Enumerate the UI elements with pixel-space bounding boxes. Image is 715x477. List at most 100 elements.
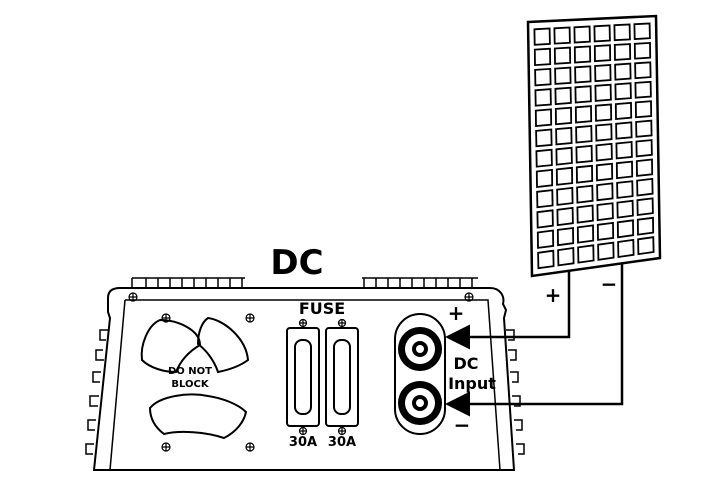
inverter-housing (85, 277, 525, 471)
solar-cell (635, 158, 654, 177)
solar-cell (574, 105, 593, 124)
solar-cell (535, 128, 553, 148)
solar-cell (635, 139, 653, 158)
solar-cell (636, 177, 654, 197)
solar-cell (534, 88, 552, 107)
fuse-slot-1 (294, 339, 312, 415)
terminal-housing (394, 313, 446, 435)
solar-cell (635, 119, 653, 138)
solar-cell (614, 62, 632, 81)
solar-cell (594, 83, 612, 102)
terminal-negative (398, 381, 442, 425)
solar-cell (555, 146, 573, 166)
solar-cell (556, 186, 574, 206)
solar-cell (553, 26, 571, 45)
solar-cell (575, 164, 594, 184)
solar-cell (595, 162, 614, 182)
solar-cell (594, 64, 612, 83)
wires (445, 258, 624, 417)
solar-cell (535, 168, 554, 189)
terminal-minus-sign: − (454, 413, 471, 437)
dc-input-label-line2: Input (448, 374, 496, 393)
solar-cell (557, 246, 575, 267)
solar-cell (536, 189, 554, 209)
panel-minus-sign: − (601, 272, 618, 296)
fuse-slot-2 (333, 339, 351, 415)
solar-cell (576, 184, 594, 204)
solar-cell (533, 27, 551, 46)
solar-cell (554, 86, 572, 106)
solar-cell (535, 148, 553, 168)
solar-cell (573, 25, 591, 44)
solar-cell (553, 46, 572, 65)
solar-cell (554, 66, 572, 85)
terminal-plus-sign: + (448, 301, 465, 325)
fan-label-line2: BLOCK (171, 379, 209, 390)
solar-cell (636, 216, 655, 236)
solar-cell (615, 121, 633, 140)
solar-cell (613, 23, 631, 42)
dc-terminals: + − DC Input (394, 301, 496, 437)
fan-vent: DO NOT BLOCK (140, 316, 250, 440)
solar-cell (633, 41, 652, 60)
solar-cell (615, 141, 633, 160)
solar-cell (536, 229, 555, 249)
solar-cell (636, 197, 654, 217)
solar-panel-cells (533, 22, 655, 270)
solar-cell (595, 142, 613, 162)
wire-positive (445, 270, 571, 350)
fuse-holder-1 (286, 327, 320, 427)
dc-title: DC (270, 243, 323, 283)
solar-cell (537, 249, 555, 270)
solar-cell (614, 82, 632, 101)
dc-input-label-line1: DC (453, 354, 478, 373)
solar-cell (533, 47, 552, 67)
wire-negative (445, 258, 624, 417)
solar-cell (593, 24, 611, 43)
solar-cell (576, 204, 594, 224)
solar-cell (616, 199, 634, 219)
fuse-section: FUSE 30A 30A (286, 299, 359, 450)
solar-cell (616, 180, 634, 199)
solar-cell (594, 103, 613, 122)
solar-cell (556, 226, 575, 247)
solar-cell (614, 101, 633, 120)
solar-cell (616, 219, 635, 239)
solar-cell (596, 221, 615, 241)
solar-cell (554, 106, 573, 126)
solar-cell (577, 244, 595, 264)
solar-cell (613, 43, 632, 61)
solar-cell (555, 166, 574, 186)
fuse-holder-2 (325, 327, 359, 427)
solar-cell (574, 65, 592, 84)
solar-cell (634, 61, 652, 80)
solar-cell (576, 224, 595, 244)
solar-cell (555, 126, 573, 146)
solar-cell (575, 144, 593, 164)
solar-cell (556, 206, 574, 227)
solar-cell (634, 100, 653, 119)
terminal-positive (398, 327, 442, 371)
solar-cell (597, 241, 615, 261)
fan-label-line1: DO NOT (168, 366, 212, 377)
solar-cell (596, 182, 614, 202)
solar-cell (596, 202, 614, 222)
heatsink-fins-top (131, 277, 478, 288)
fuse-label: FUSE (299, 299, 345, 318)
solar-cell (615, 160, 634, 180)
solar-cell (534, 108, 553, 127)
solar-cell (575, 125, 593, 144)
solar-cell (593, 44, 612, 63)
solar-cell (595, 123, 613, 142)
panel-plus-sign: + (545, 283, 562, 307)
solar-cell (534, 67, 552, 87)
solar-panel (526, 14, 662, 278)
solar-cell (574, 85, 592, 104)
solar-cell (617, 238, 635, 259)
solar-cell (573, 45, 592, 64)
solar-cell (637, 236, 655, 256)
solar-cell (634, 80, 652, 99)
solar-cell (633, 22, 651, 41)
fuse-rating-1: 30A (289, 435, 317, 450)
